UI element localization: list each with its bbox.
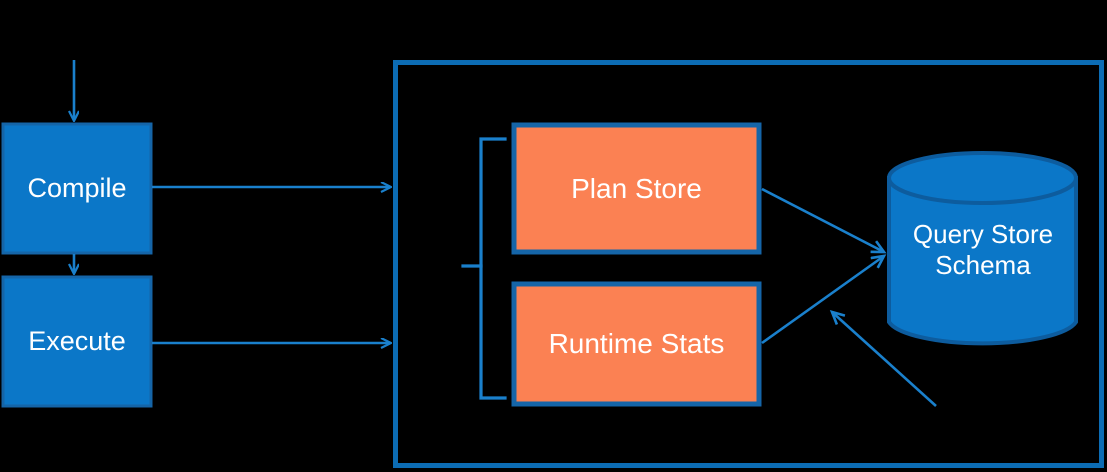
plan-store-box[interactable] bbox=[511, 122, 762, 255]
group-bracket bbox=[461, 137, 507, 400]
execute-box[interactable] bbox=[1, 275, 153, 408]
query-store-container bbox=[393, 60, 1104, 468]
connector-runtime-stats-to-schema bbox=[761, 256, 884, 345]
runtime-stats-box[interactable] bbox=[511, 281, 762, 407]
query-store-schema-cylinder[interactable] bbox=[887, 151, 1078, 346]
connector-plan-store-to-schema bbox=[761, 187, 884, 252]
compile-box[interactable] bbox=[1, 122, 153, 255]
connector-external-to-schema bbox=[832, 312, 937, 407]
